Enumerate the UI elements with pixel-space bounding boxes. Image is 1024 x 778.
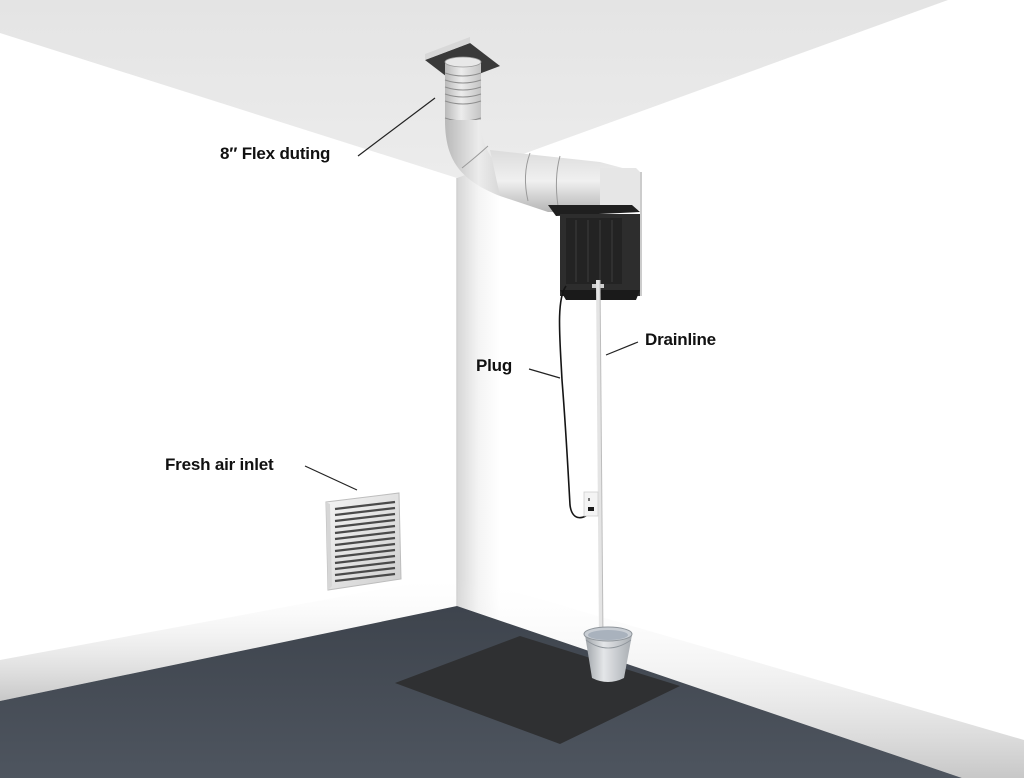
leader-line-plug	[528, 368, 561, 379]
fresh-air-grille	[325, 492, 402, 591]
right-wall-floor-shadow	[457, 575, 1024, 778]
dehumidifier-unit	[548, 205, 640, 300]
leader-line-flex-ducting	[357, 97, 436, 157]
left-wall-floor-shadow	[0, 575, 457, 701]
corner-shade	[457, 162, 500, 620]
label-drainline: Drainline	[645, 330, 716, 349]
floor-mat	[395, 636, 680, 744]
power-cord	[558, 285, 593, 519]
leader-line-fresh-air-inlet	[304, 465, 358, 491]
leader-line-drainline	[605, 341, 639, 356]
label-fresh-air-inlet: Fresh air inlet	[165, 455, 274, 474]
bucket	[583, 626, 633, 682]
wall-outlet	[583, 491, 599, 517]
drain-line	[596, 279, 603, 641]
drain-line-edge	[599, 279, 604, 641]
grille-louvers	[334, 500, 396, 583]
label-plug: Plug	[476, 356, 513, 375]
flex-duct	[444, 56, 642, 296]
ceiling-duct-collar-edge	[425, 37, 470, 60]
label-flex-ducting: 8″ Flex duting	[220, 144, 331, 163]
